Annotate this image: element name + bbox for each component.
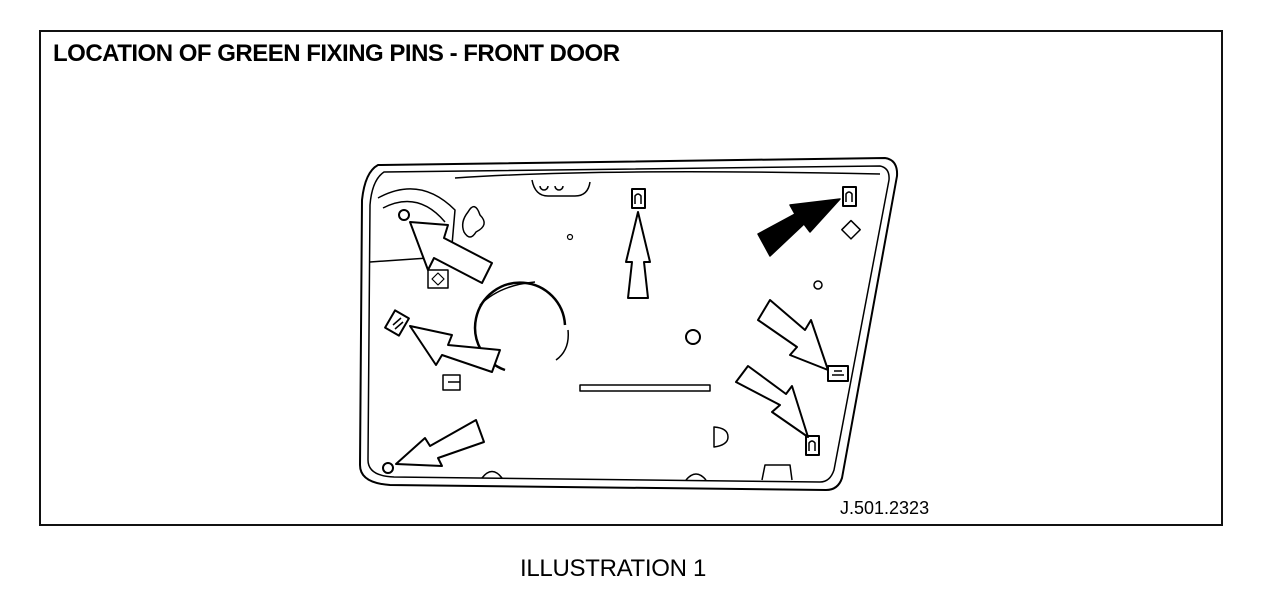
horizontal-slot [579,384,711,392]
arrow-lower-right-pin [735,365,809,438]
fixing-pin-upper-left [398,209,410,221]
arrow-upper-left-pin [409,221,493,284]
diamond-clip [841,219,861,240]
small-hole-1 [566,233,574,241]
bottom-notches [481,464,793,481]
fixing-pin-mid-right [827,365,849,382]
arrow-top-right-pin [757,198,841,257]
figure-caption: ILLUSTRATION 1 [520,555,707,582]
fixing-pin-top-centre [631,188,646,209]
figure-title: LOCATION OF GREEN FIXING PINS - FRONT DO… [53,40,620,67]
fixing-pin-lower-right [805,435,820,456]
arrow-lower-left-pin [395,419,485,467]
kidney-cutout [461,206,485,238]
small-hole-2 [813,280,823,290]
round-boss [685,329,701,345]
door-outline-inner [367,165,890,483]
drawing-reference: J.501.2323 [840,498,930,518]
top-window-edge [454,171,881,179]
small-square-clip [442,374,461,391]
figure-frame [39,30,1223,526]
arrow-mid-right-pin [757,299,829,371]
d-shaped-hole [713,426,729,448]
arrow-top-centre-pin [625,211,651,299]
top-clip-cluster [531,179,591,197]
door-outline-outer [359,157,899,491]
fixing-pin-lower-left [382,462,394,474]
arrow-mid-left-pin [409,325,501,373]
fixing-pin-mid-left [384,309,410,337]
left-edge-line [369,257,429,263]
square-clip [427,269,449,289]
fixing-pin-top-right [842,186,857,207]
hinge-arc [377,188,456,246]
